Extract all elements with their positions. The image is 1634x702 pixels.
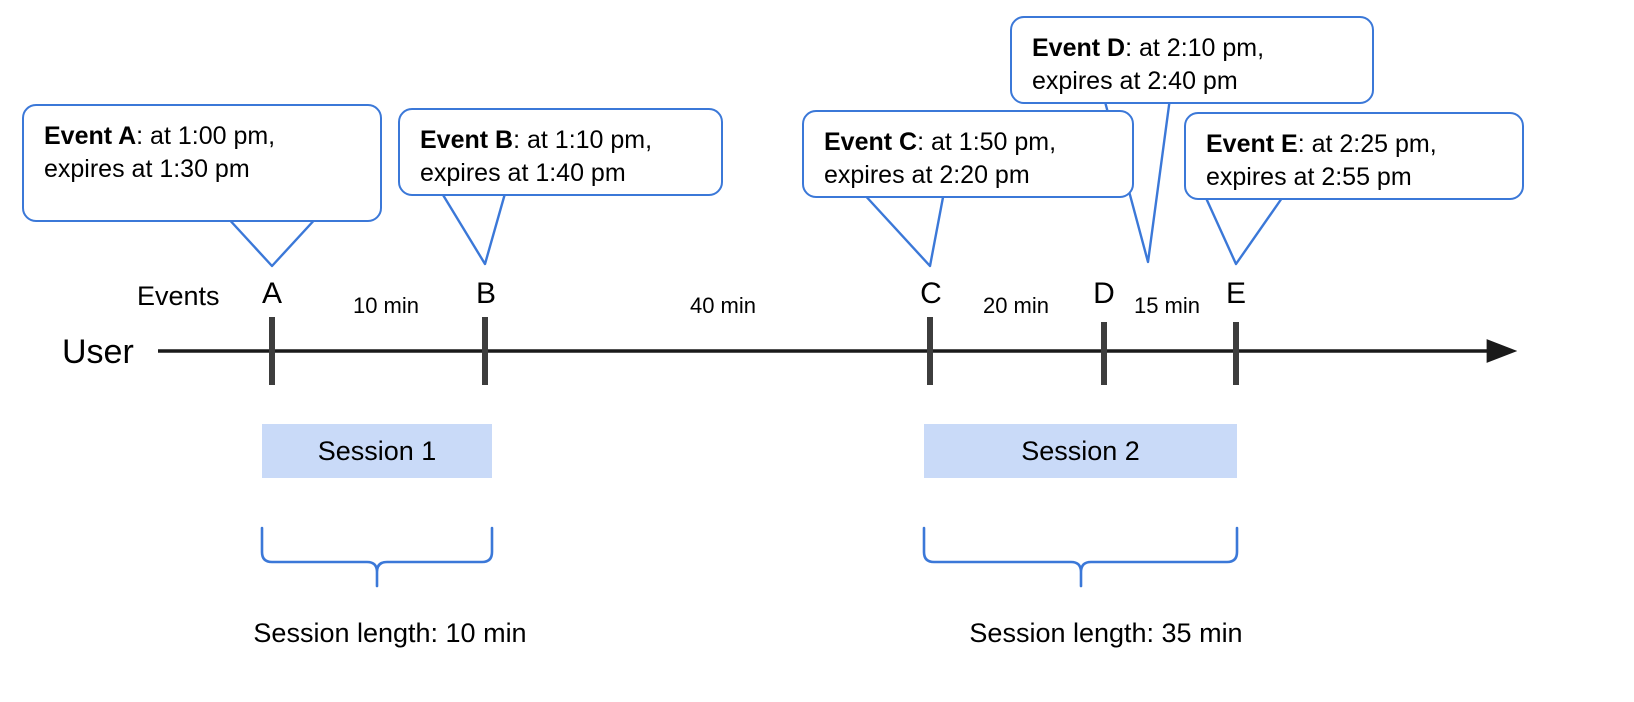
session-bar-label: Session 2 (1021, 435, 1140, 466)
callout-line-1: Event A: at 1:00 pm, (44, 120, 362, 153)
tail-event-e (1204, 196, 1284, 266)
callout-event-a: Event A: at 1:00 pm, expires at 1:30 pm (22, 104, 382, 222)
event-separator: : (513, 126, 521, 154)
session-bar-label: Session 1 (317, 435, 437, 466)
event-at-text: at 1:50 pm, (924, 128, 1057, 156)
callout-line-1: Event C: at 1:50 pm, (824, 126, 1114, 159)
tick-label-d: D (1093, 277, 1115, 310)
callout-line-2: expires at 1:30 pm (44, 155, 250, 183)
callout-line-1: Event B: at 1:10 pm, (420, 124, 703, 157)
tick-label-e: E (1225, 277, 1247, 310)
event-separator: : (136, 122, 144, 150)
callout-event-d: Event D: at 2:10 pm, expires at 2:40 pm (1010, 16, 1374, 104)
callout-line-2: expires at 2:40 pm (1032, 67, 1238, 95)
axis-row-label: User (62, 333, 134, 371)
brace-session-2 (922, 526, 1239, 588)
callout-line-2: expires at 2:20 pm (824, 161, 1030, 189)
event-name: Event D (1032, 34, 1126, 62)
callout-line-2: expires at 1:40 pm (420, 159, 626, 187)
callout-line-2: expires at 2:55 pm (1206, 163, 1412, 191)
event-at-text: at 2:10 pm, (1132, 34, 1265, 62)
event-name: Event E (1206, 130, 1298, 158)
gap-label-d-e: 15 min (1133, 293, 1201, 318)
tick-label-a: A (261, 277, 283, 310)
session-bar-1: Session 1 (262, 424, 492, 478)
events-row-label: Events (137, 281, 220, 311)
event-at-text: at 1:00 pm, (143, 122, 276, 150)
event-name: Event C (824, 128, 918, 156)
callout-event-b: Event B: at 1:10 pm, expires at 1:40 pm (398, 108, 723, 196)
gap-label-a-b: 10 min (352, 293, 420, 318)
event-at-text: at 1:10 pm, (520, 126, 653, 154)
event-separator: : (1125, 34, 1133, 62)
session-bar-2: Session 2 (924, 424, 1237, 478)
gap-label-c-d: 20 min (982, 293, 1050, 318)
tail-event-c (860, 190, 946, 268)
callout-event-c: Event C: at 1:50 pm, expires at 2:20 pm (802, 110, 1134, 198)
session-length-2: Session length: 35 min (969, 618, 1243, 648)
event-separator: : (917, 128, 925, 156)
brace-session-1 (260, 526, 494, 588)
tail-event-b (438, 188, 508, 266)
callout-event-e: Event E: at 2:25 pm, expires at 2:55 pm (1184, 112, 1524, 200)
gap-label-b-c: 40 min (689, 293, 757, 318)
callout-line-1: Event E: at 2:25 pm, (1206, 128, 1504, 161)
tick-label-c: C (920, 277, 942, 310)
tail-event-a (224, 214, 320, 268)
session-length-1: Session length: 10 min (253, 618, 527, 648)
event-name: Event A (44, 122, 137, 150)
event-separator: : (1297, 130, 1305, 158)
tick-label-b: B (475, 277, 497, 310)
event-at-text: at 2:25 pm, (1304, 130, 1437, 158)
callout-line-1: Event D: at 2:10 pm, (1032, 32, 1354, 65)
event-name: Event B (420, 126, 514, 154)
